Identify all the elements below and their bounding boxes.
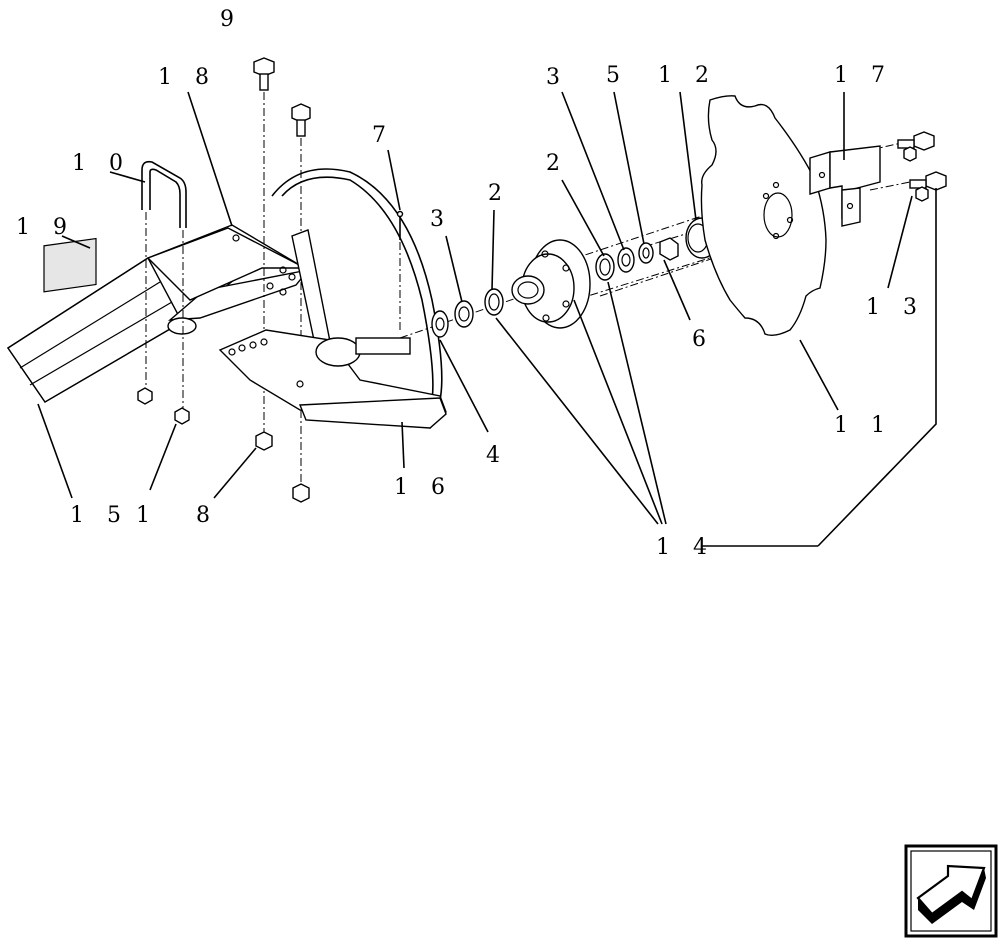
callout-15: 1 5 [70, 503, 129, 528]
washers-bearings [431, 288, 504, 338]
next-page-arrow-icon[interactable] [904, 844, 998, 938]
callout-5: 5 [606, 63, 628, 88]
callout-16: 1 6 [394, 475, 453, 500]
callout-3-top: 3 [546, 65, 568, 90]
carriage-bolts [897, 131, 947, 202]
callout-14: 1 4 [656, 535, 715, 560]
callout-3-left: 3 [430, 207, 452, 232]
pin [396, 210, 404, 330]
callout-11: 1 1 [834, 413, 893, 438]
u-bolt [141, 160, 187, 410]
callout-17: 1 7 [834, 63, 893, 88]
scraper-assembly [218, 168, 447, 429]
callout-10: 1 0 [72, 151, 131, 176]
hub [511, 239, 591, 329]
leader-lines [37, 91, 937, 547]
callout-2-left: 2 [488, 181, 510, 206]
callout-9: 9 [220, 7, 242, 32]
callout-2-mid: 2 [546, 151, 568, 176]
callout-19: 1 9 [16, 215, 75, 240]
callout-8: 8 [196, 503, 218, 528]
callout-18: 1 8 [158, 65, 217, 90]
callout-4: 4 [486, 443, 508, 468]
disc-blade [700, 95, 827, 337]
callout-12: 1 2 [658, 63, 717, 88]
callout-7: 7 [372, 123, 394, 148]
callout-6: 6 [692, 327, 714, 352]
decal [43, 237, 97, 293]
mount-bracket [146, 227, 306, 335]
callout-1: 1 [136, 503, 158, 528]
callout-13: 1 3 [866, 295, 925, 320]
scraper-bracket [809, 145, 881, 227]
callout-labels: 9 1 8 1 0 1 9 7 3 5 1 2 1 7 2 3 2 6 1 3 … [16, 7, 925, 560]
nuts [137, 387, 310, 503]
